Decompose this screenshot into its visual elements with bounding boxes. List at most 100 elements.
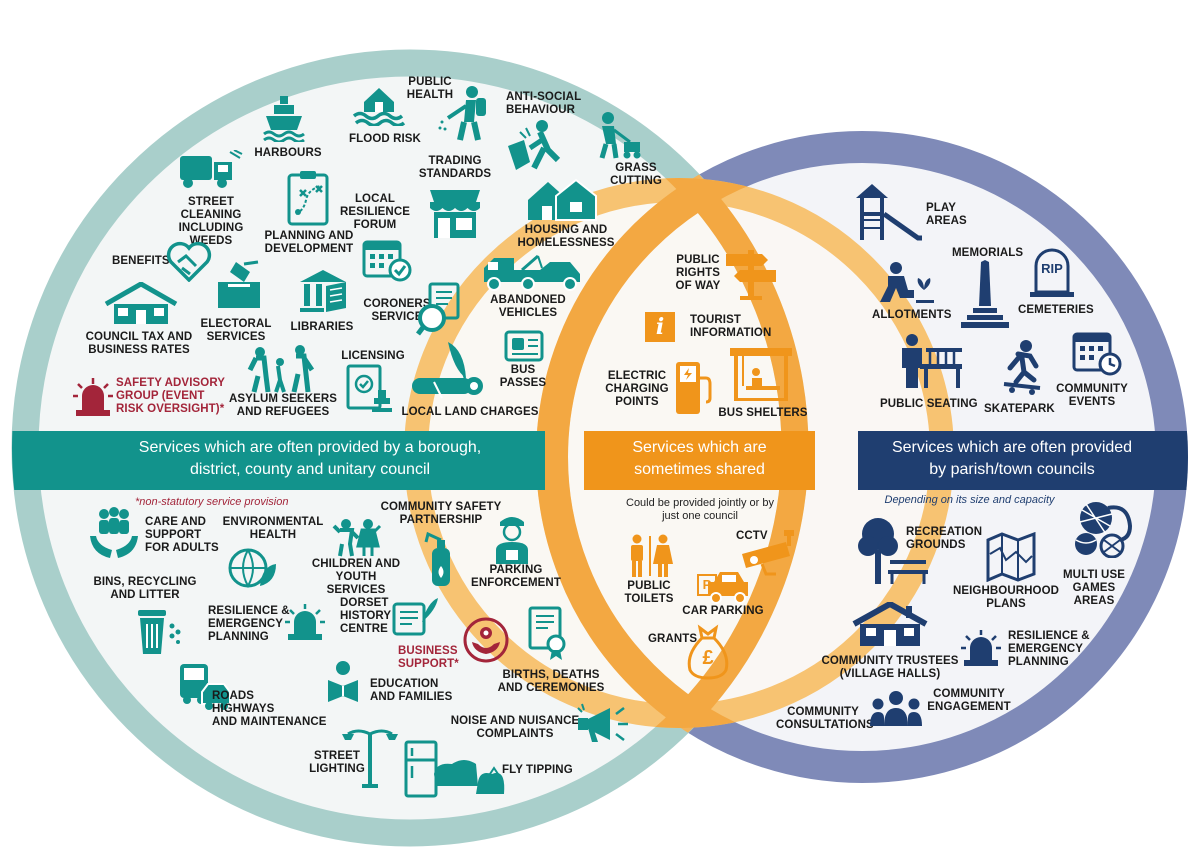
resilience-left-label: RESILIENCE & EMERGENCY PLANNING [208, 605, 290, 643]
toilets-icon [631, 534, 673, 577]
map-icon [986, 532, 1036, 582]
recreation-label: RECREATION GROUNDS [906, 526, 983, 551]
sports-balls-icon [1075, 502, 1133, 558]
quill-scroll-icon [412, 342, 483, 399]
care-label: CARE AND SUPPORT FOR ADULTS [145, 516, 219, 554]
house-icon [104, 282, 178, 324]
playground-icon [856, 184, 922, 241]
pound-icon: £ [702, 647, 714, 669]
engagement-label: COMMUNITY ENGAGEMENT [927, 688, 1011, 713]
library-icon [300, 270, 346, 312]
bus-pass-icon [504, 330, 544, 362]
bench-person-icon [902, 334, 962, 388]
street-lamp-icon [342, 729, 398, 788]
trading-standards-label: TRADING STANDARDS [418, 155, 492, 180]
rights-of-way-label: PUBLIC RIGHTS OF WAY [675, 254, 721, 292]
ev-charger-icon [676, 362, 712, 414]
asylum-label: ASYLUM SEEKERS AND REFUGEES [228, 393, 338, 418]
right-band [858, 431, 1188, 490]
car-parking-label: CAR PARKING [682, 605, 764, 617]
toilets-label: PUBLIC TOILETS [624, 580, 674, 605]
flood-house-icon [352, 88, 406, 126]
parking-enf-label: PARKING ENFORCEMENT [471, 564, 561, 589]
cemeteries-label: CEMETERIES [1018, 304, 1094, 316]
flood-risk-label: FLOOD RISK [349, 133, 421, 145]
grass-cutting-label: GRASS CUTTING [610, 162, 662, 187]
gravestone-icon [1030, 248, 1074, 297]
environmental-label: ENVIRONMENTAL HEALTH [222, 516, 324, 541]
harbours-label: HARBOURS [254, 147, 322, 159]
tow-truck-icon [484, 254, 580, 291]
libraries-label: LIBRARIES [290, 321, 354, 333]
bins-label: BINS, RECYCLING AND LITTER [93, 576, 197, 601]
houses-icon [528, 178, 597, 221]
multi-use-label: MULTI USE GAMES AREAS [1062, 569, 1126, 607]
fly-tipping-icon [404, 740, 505, 798]
bus-car-icon [180, 664, 231, 710]
scroll-quill-icon [392, 598, 438, 636]
car-icon [708, 572, 748, 604]
fire-extinguisher-icon [424, 532, 450, 586]
neighbourhood-label: NEIGHBOURHOOD PLANS [952, 585, 1060, 610]
tourist-label: TOURIST INFORMATION [690, 314, 772, 339]
council-tax-label: COUNCIL TAX AND BUSINESS RATES [85, 331, 193, 356]
signpost-icon [726, 250, 776, 300]
safety-advisory-label: SAFETY ADVISORY GROUP (EVENT RISK OVERSI… [116, 377, 226, 415]
cctv-label: CCTV [736, 530, 768, 542]
public-seating-label: PUBLIC SEATING [880, 398, 978, 410]
right-band-title: Services which are often provided by par… [891, 439, 1133, 478]
cctv-icon [742, 530, 794, 576]
bus-passes-label: BUS PASSES [499, 364, 547, 389]
noise-label: NOISE AND NUISANCE COMPLAINTS [450, 715, 580, 740]
fly-tipping-label: FLY TIPPING [502, 764, 573, 776]
family-walking-icon [247, 345, 315, 393]
reading-person-icon [328, 661, 358, 702]
sprayer-person-icon [438, 86, 486, 141]
parking-warden-icon [496, 517, 528, 564]
licensing-label: LICENSING [341, 350, 405, 362]
left-band-title: Services which are often provided by a b… [138, 439, 482, 478]
benefits-label: BENEFITS [112, 255, 170, 267]
anti-social-label: ANTI-SOCIAL BEHAVIOUR [506, 91, 582, 116]
ballot-box-icon [218, 260, 260, 308]
children-label: CHILDREN AND YOUTH SERVICES [311, 558, 401, 596]
business-support-label: BUSINESS SUPPORT* [398, 645, 459, 670]
center-band [584, 431, 815, 490]
info-icon: i [645, 312, 675, 342]
skateboarder-icon [1003, 340, 1041, 395]
planning-clipboard-icon [287, 171, 329, 226]
tree-bench-icon [858, 518, 928, 584]
dorset-history-label: DORSET HISTORY CENTRE [340, 597, 392, 635]
bus-shelter-icon [730, 348, 792, 401]
community-safety-label: COMMUNITY SAFETY PARTNERSHIP [380, 501, 502, 526]
rip-text: RIP [1041, 261, 1063, 276]
village-hall-icon [852, 602, 928, 646]
calendar-check-icon [362, 240, 412, 282]
planning-label: PLANNING AND DEVELOPMENT [264, 230, 354, 255]
center-note: Could be provided jointly or by just one… [626, 497, 774, 522]
money-bag-icon [687, 624, 729, 680]
business-support-icon [463, 617, 509, 663]
megaphone-icon [577, 703, 628, 742]
local-resilience-label: LOCAL RESILIENCE FORUM [340, 193, 411, 231]
globe-leaf-icon [228, 548, 276, 589]
lawnmower-icon [599, 112, 641, 159]
right-note: Depending on its size and capacity [884, 494, 1055, 506]
memorials-label: MEMORIALS [952, 247, 1024, 259]
shop-icon [430, 190, 480, 238]
event-calendar-icon [1072, 332, 1122, 376]
group-icon [870, 691, 922, 726]
street-sweeper-icon [180, 150, 243, 188]
siren-icon [961, 630, 1001, 666]
street-cleaning-label: STREET CLEANING INCLUDING WEEDS [178, 196, 244, 247]
resilience-right-label: RESILIENCE & EMERGENCY PLANNING [1008, 630, 1090, 668]
street-lighting-label: STREET LIGHTING [309, 750, 365, 775]
certificate-icon [528, 606, 566, 660]
skatepark-label: SKATEPARK [984, 403, 1055, 415]
education-label: EDUCATION AND FAMILIES [370, 678, 453, 703]
coroners-label: CORONERS SERVICE [363, 298, 431, 323]
electoral-label: ELECTORAL SERVICES [200, 318, 272, 343]
charging-label: ELECTRIC CHARGING POINTS [605, 370, 669, 408]
